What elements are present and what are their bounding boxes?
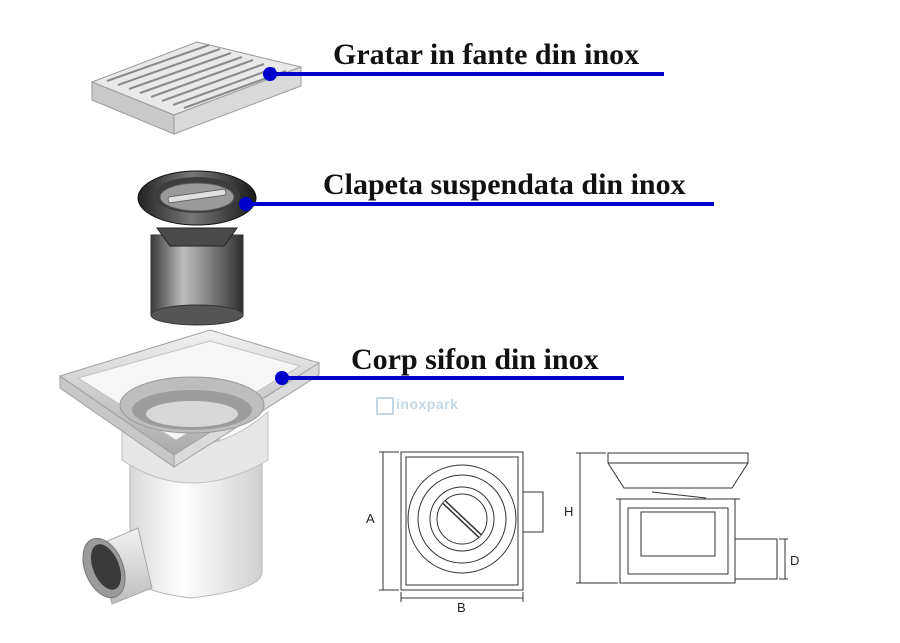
- dimension-label-a: A: [366, 511, 375, 526]
- flap-callout-label: Clapeta suspendata din inox: [323, 168, 686, 201]
- top-view-drawing: [379, 451, 544, 602]
- flap-leader-dot: [239, 197, 253, 211]
- leader-dots: [239, 67, 289, 385]
- grate-callout-label: Gratar in fante din inox: [333, 38, 640, 71]
- watermark-icon: [376, 397, 394, 415]
- leader-lines: [246, 72, 714, 380]
- dimension-label-b: B: [457, 600, 466, 615]
- dimension-label-d: D: [790, 553, 800, 568]
- side-view-drawing: [576, 452, 788, 584]
- body-callout-label: Corp sifon din inox: [351, 343, 599, 376]
- trap-body-image: [58, 329, 321, 605]
- grate-image: [90, 41, 303, 135]
- dimension-label-h: H: [564, 504, 574, 519]
- body-leader-dot: [275, 371, 289, 385]
- watermark-text: inoxpark: [396, 396, 459, 412]
- grate-leader-dot: [263, 67, 277, 81]
- flap-image: [137, 170, 257, 326]
